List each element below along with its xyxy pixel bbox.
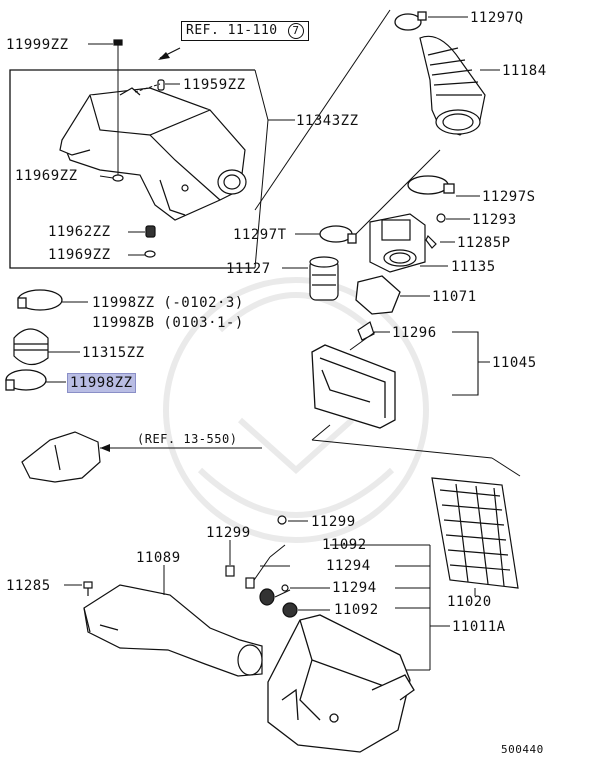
clamp-11297s bbox=[407, 175, 455, 195]
nut-11293 bbox=[436, 213, 446, 223]
label-11092-lower: 11092 bbox=[334, 602, 379, 618]
clamp-11297t bbox=[319, 225, 357, 244]
bolt-11999zz bbox=[113, 39, 123, 175]
label-11297q: 11297Q bbox=[470, 10, 524, 26]
ref-circle-number: 7 bbox=[287, 23, 304, 39]
clamp-11998zz-upper bbox=[17, 289, 63, 311]
label-11020: 11020 bbox=[447, 594, 492, 610]
label-11127: 11127 bbox=[226, 261, 271, 277]
pin-11959zz bbox=[157, 79, 165, 91]
lower-housing-11011a bbox=[267, 614, 415, 753]
label-11293: 11293 bbox=[472, 212, 517, 228]
clamp-11998zz-lower bbox=[5, 369, 47, 391]
label-11092-upper: 11092 bbox=[322, 537, 367, 553]
label-11969zz-lower: 11969ZZ bbox=[48, 247, 111, 263]
grommets-11294-11092 bbox=[245, 577, 298, 618]
label-11297t: 11297T bbox=[233, 227, 287, 243]
label-11294-upper: 11294 bbox=[326, 558, 371, 574]
label-11969zz-upper: 11969ZZ bbox=[15, 168, 78, 184]
grommet-parts bbox=[112, 174, 156, 258]
label-11184: 11184 bbox=[502, 63, 547, 79]
label-11296: 11296 bbox=[392, 325, 437, 341]
label-11045: 11045 bbox=[492, 355, 537, 371]
label-11998zz-range: 11998ZZ (-0102·3) bbox=[92, 295, 244, 311]
label-11343zz: 11343ZZ bbox=[296, 113, 359, 129]
air-filter-11020 bbox=[431, 477, 519, 589]
intake-duct-ref bbox=[21, 431, 101, 483]
label-11285: 11285 bbox=[6, 578, 51, 594]
label-11011a: 11011A bbox=[452, 619, 506, 635]
label-11297s: 11297S bbox=[482, 189, 536, 205]
label-11089: 11089 bbox=[136, 550, 181, 566]
label-11285p: 11285P bbox=[457, 235, 511, 251]
bolt-11285 bbox=[83, 581, 93, 596]
label-11999zz: 11999ZZ bbox=[6, 37, 69, 53]
clip-11285p bbox=[425, 234, 437, 249]
label-11299-lower: 11299 bbox=[206, 525, 251, 541]
clamp-11297q bbox=[394, 11, 427, 31]
cover-tray-11045 bbox=[311, 344, 396, 429]
bolts-11299 bbox=[225, 515, 287, 577]
hose-11315zz bbox=[13, 328, 49, 366]
diagram-id: 500440 bbox=[501, 743, 544, 756]
label-11315zz: 11315ZZ bbox=[82, 345, 145, 361]
label-11299-upper: 11299 bbox=[311, 514, 356, 530]
ref-13-550: (REF. 13-550) bbox=[137, 432, 238, 446]
clip-11296 bbox=[357, 321, 375, 341]
label-11071: 11071 bbox=[432, 289, 477, 305]
gasket-11071 bbox=[355, 275, 401, 315]
label-11135: 11135 bbox=[451, 259, 496, 275]
ref-11-110-box: REF. 11-110 7 bbox=[181, 21, 309, 41]
label-11998zb-range: 11998ZB (0103·1-) bbox=[92, 315, 244, 331]
label-11294-lower: 11294 bbox=[332, 580, 377, 596]
air-duct-11089 bbox=[83, 584, 263, 677]
watermark-crest bbox=[163, 277, 429, 543]
intake-hose-11184 bbox=[419, 35, 486, 136]
upper-group-bracket bbox=[9, 69, 255, 269]
label-11959zz: 11959ZZ bbox=[183, 77, 246, 93]
label-11998zz-highlighted[interactable]: 11998ZZ bbox=[67, 373, 136, 393]
upper-housing-part bbox=[59, 87, 247, 221]
resonator-11127 bbox=[309, 256, 339, 301]
airflow-sensor-11135 bbox=[369, 213, 426, 273]
ref-11-110-text: REF. 11-110 bbox=[186, 23, 278, 38]
label-11962zz: 11962ZZ bbox=[48, 224, 111, 240]
